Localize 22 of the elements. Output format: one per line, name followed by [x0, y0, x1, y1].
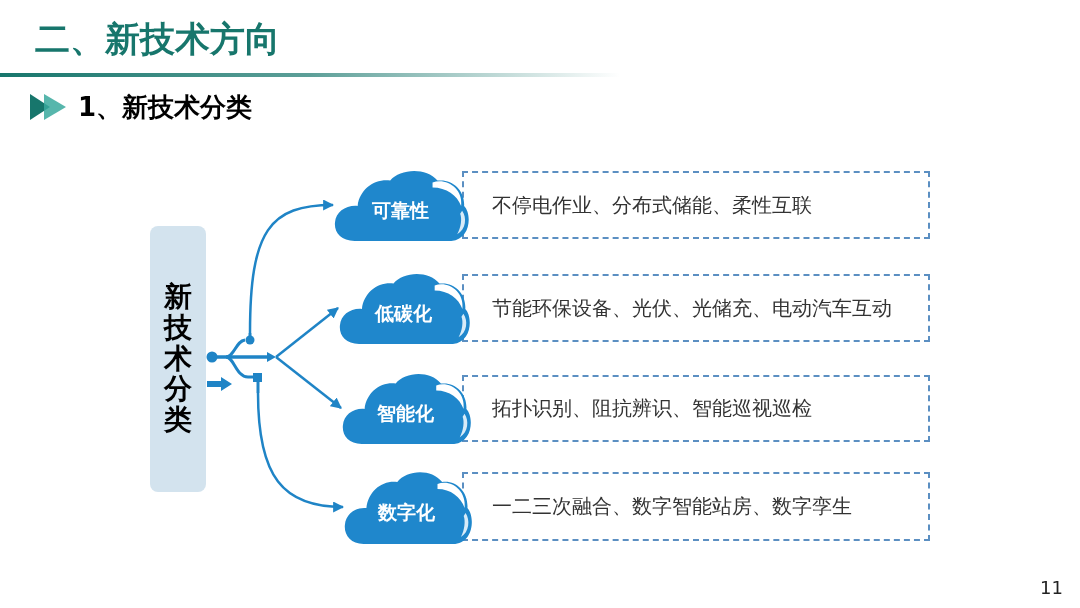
- cloud-label: 低碳化: [374, 302, 432, 326]
- arrow: [275, 307, 339, 358]
- arrow: [275, 356, 342, 409]
- section-heading: 1、新技术分类: [78, 94, 253, 120]
- vertical-heading: 新技术分类: [164, 282, 192, 436]
- description-text: 节能环保设备、光伏、光储充、电动汽车互动: [492, 295, 893, 321]
- cloud-label: 可靠性: [371, 199, 429, 223]
- page-number: 11: [1040, 579, 1063, 597]
- curved-arrow: [248, 199, 335, 334]
- dashed-text-box: [462, 274, 930, 342]
- category-panel: [150, 226, 206, 492]
- description-text: 不停电作业、分布式储能、柔性互联: [492, 192, 813, 218]
- cloud-label: 智能化: [376, 402, 434, 426]
- description-text: 一二三次融合、数字智能站房、数字孪生: [492, 494, 853, 519]
- usb-symbol-icon: [206, 333, 276, 393]
- cloud-label: 数字化: [378, 501, 435, 525]
- dashed-text-box: [462, 375, 930, 442]
- description-text: 拓扑识别、阻抗辨识、智能巡视巡检: [492, 396, 813, 421]
- dashed-text-box: [462, 472, 930, 541]
- slide-title: 二、新技术方向: [35, 22, 280, 57]
- dashed-text-box: [462, 171, 930, 239]
- curved-arrow: [256, 392, 345, 513]
